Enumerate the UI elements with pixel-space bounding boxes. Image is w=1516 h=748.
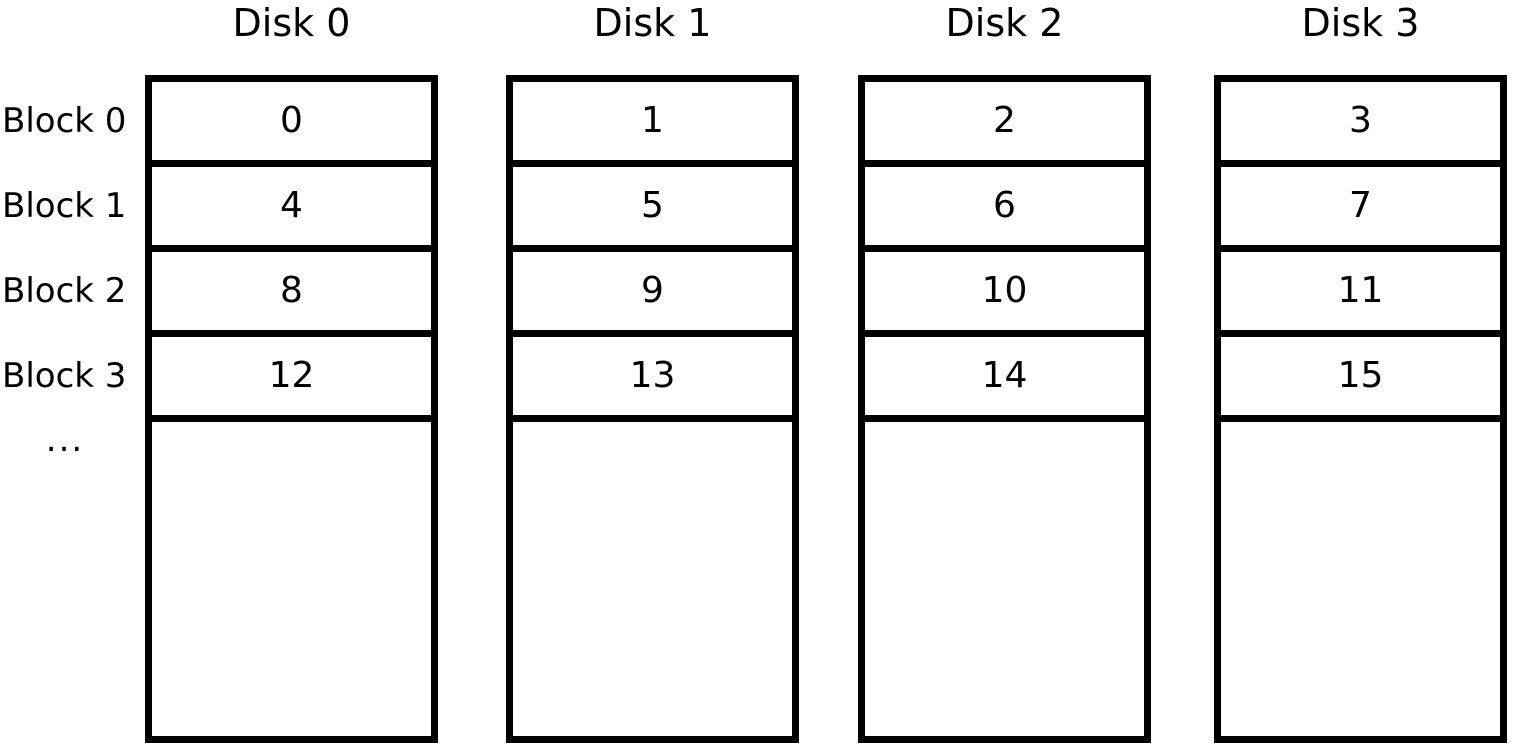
disk-3-block-1: 7 <box>1221 167 1500 252</box>
disk-2-box: 2 6 10 14 <box>858 75 1151 743</box>
disk-0-title: Disk 0 <box>232 1 351 45</box>
disk-3-box: 3 7 11 15 <box>1214 75 1507 743</box>
disk-2-column: Disk 2 2 6 10 14 <box>858 0 1151 748</box>
disk-0-block-2: 8 <box>152 252 431 337</box>
disk-2-block-2: 10 <box>865 252 1144 337</box>
disk-2-empty-area <box>865 422 1144 736</box>
row-label-block-2: Block 2 <box>2 271 127 311</box>
row-label-ellipsis: ... <box>45 420 85 460</box>
disk-1-column: Disk 1 1 5 9 13 <box>506 0 799 748</box>
disk-3-empty-area <box>1221 422 1500 736</box>
disk-1-empty-area <box>513 422 792 736</box>
disk-0-block-1: 4 <box>152 167 431 252</box>
disk-0-box: 0 4 8 12 <box>145 75 438 743</box>
disk-2-block-1: 6 <box>865 167 1144 252</box>
disk-3-block-0: 3 <box>1221 82 1500 167</box>
disk-1-block-1: 5 <box>513 167 792 252</box>
disk-1-block-3: 13 <box>513 337 792 422</box>
disk-1-title: Disk 1 <box>593 1 712 45</box>
disk-3-column: Disk 3 3 7 11 15 <box>1214 0 1507 748</box>
disk-3-title: Disk 3 <box>1301 1 1420 45</box>
disk-2-block-0: 2 <box>865 82 1144 167</box>
row-label-block-3: Block 3 <box>2 356 127 396</box>
disk-2-title: Disk 2 <box>945 1 1064 45</box>
row-label-block-1: Block 1 <box>2 186 127 226</box>
disk-1-block-0: 1 <box>513 82 792 167</box>
disk-0-column: Disk 0 0 4 8 12 <box>145 0 438 748</box>
disk-0-block-3: 12 <box>152 337 431 422</box>
disk-2-block-3: 14 <box>865 337 1144 422</box>
disk-3-block-3: 15 <box>1221 337 1500 422</box>
disk-0-empty-area <box>152 422 431 736</box>
disk-3-block-2: 11 <box>1221 252 1500 337</box>
disk-1-block-2: 9 <box>513 252 792 337</box>
disk-0-block-0: 0 <box>152 82 431 167</box>
row-label-block-0: Block 0 <box>2 101 127 141</box>
disk-1-box: 1 5 9 13 <box>506 75 799 743</box>
